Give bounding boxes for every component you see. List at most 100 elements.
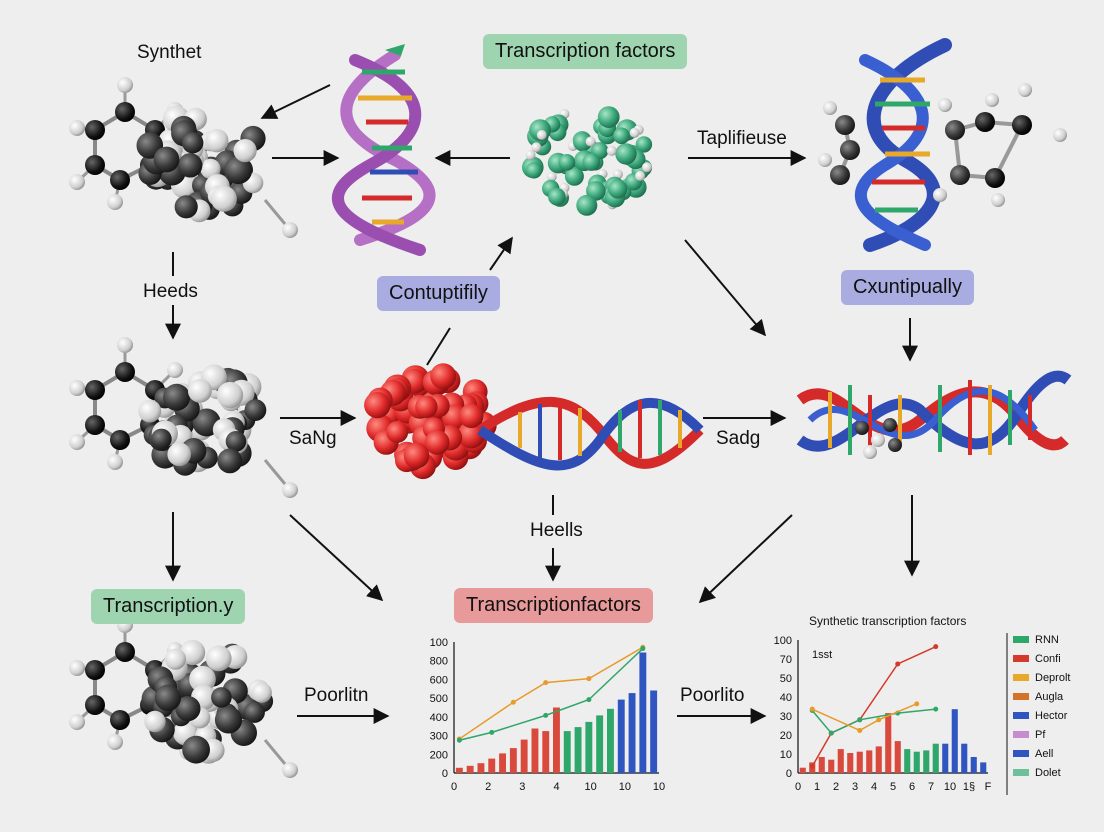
- atom: [582, 153, 601, 171]
- atom: [69, 660, 85, 676]
- atom: [85, 695, 105, 715]
- series-point: [933, 706, 939, 712]
- atom: [430, 363, 457, 390]
- pill-cxuntipually: Cxuntipually: [841, 270, 974, 305]
- bar: [466, 765, 474, 773]
- series-point: [914, 701, 920, 707]
- series-point: [933, 644, 939, 650]
- dna-helix-icon: [855, 38, 952, 252]
- series-point: [857, 727, 863, 733]
- atom: [830, 165, 850, 185]
- y-tick-label: 100: [774, 635, 792, 647]
- atom: [110, 430, 130, 450]
- bar: [553, 707, 560, 773]
- arrow-icon: [684, 239, 767, 337]
- atom: [205, 645, 232, 672]
- atom: [608, 179, 628, 199]
- legend-swatch: [1013, 731, 1029, 738]
- x-tick-label: 3: [519, 781, 525, 793]
- atom: [945, 120, 965, 140]
- atom: [153, 146, 180, 173]
- series-point: [828, 730, 834, 736]
- atom: [985, 168, 1005, 188]
- x-tick-label: 4: [553, 781, 559, 793]
- bar: [847, 753, 854, 773]
- atom: [642, 162, 652, 173]
- atom: [110, 170, 130, 190]
- bar: [509, 748, 517, 773]
- atom: [178, 153, 203, 178]
- chart-title: Synthetic transcription factors: [809, 614, 967, 628]
- atom: [85, 380, 105, 400]
- bar: [585, 721, 593, 773]
- atom: [536, 130, 547, 140]
- x-tick-label: F: [985, 781, 992, 793]
- bar: [542, 731, 550, 773]
- y-tick-label: 100: [430, 637, 448, 649]
- y-tick-label: 300: [430, 731, 448, 743]
- atom: [85, 155, 105, 175]
- legend-label: Pf: [1035, 729, 1046, 741]
- bar: [639, 652, 647, 773]
- bar: [828, 759, 835, 773]
- label-synthet: Synthet: [137, 42, 202, 63]
- atom: [457, 421, 485, 449]
- series-point: [456, 737, 462, 743]
- label-poorlitn: Poorlitn: [304, 685, 369, 706]
- arrow-icon: [698, 514, 793, 604]
- atom: [164, 648, 186, 670]
- legend-swatch: [1013, 750, 1029, 757]
- atom: [243, 701, 265, 723]
- series-point: [510, 699, 516, 705]
- series-line: [811, 703, 918, 732]
- atom: [214, 706, 243, 734]
- atom: [840, 140, 860, 160]
- x-tick-label: 6: [909, 781, 915, 793]
- y-tick-label: 20: [780, 730, 792, 742]
- atom: [629, 127, 640, 138]
- atom: [85, 415, 105, 435]
- atom: [950, 165, 970, 185]
- atom: [69, 120, 85, 136]
- atom: [985, 93, 999, 107]
- bar: [607, 708, 614, 773]
- legend-label: RNN: [1035, 634, 1059, 646]
- atom: [1018, 83, 1032, 97]
- atom: [205, 129, 229, 153]
- y-tick-label: 800: [430, 656, 448, 668]
- bar: [875, 746, 882, 773]
- series-line: [811, 708, 936, 735]
- series-point: [586, 697, 592, 703]
- atom: [564, 166, 584, 186]
- atom: [69, 174, 85, 190]
- pill-contuptifily: Contuptifily: [377, 276, 500, 311]
- legend-swatch: [1013, 769, 1029, 776]
- atom: [117, 337, 133, 353]
- atom: [144, 710, 166, 733]
- bar: [799, 767, 806, 773]
- dna-helix-icon: [477, 396, 704, 471]
- y-tick-label: 50: [780, 673, 792, 685]
- x-tick-label: 0: [451, 781, 457, 793]
- atom: [991, 193, 1005, 207]
- atom: [107, 734, 123, 750]
- molecule-icon: [69, 77, 298, 238]
- atom: [531, 142, 542, 153]
- bar: [942, 743, 949, 773]
- protein-icon: [522, 106, 653, 216]
- pill-transcription-factors-mid: Transcriptionfactors: [454, 588, 653, 623]
- atom: [282, 762, 298, 778]
- arrow-icon: [289, 514, 384, 602]
- x-tick-label: 1: [814, 781, 820, 793]
- atom: [424, 430, 450, 455]
- series-point: [876, 717, 882, 723]
- bar: [520, 739, 528, 773]
- atom: [187, 378, 212, 403]
- bar: [818, 757, 825, 773]
- x-tick-label: 2: [485, 781, 491, 793]
- series-point: [857, 717, 863, 723]
- legend-label: Deprolt: [1035, 672, 1070, 684]
